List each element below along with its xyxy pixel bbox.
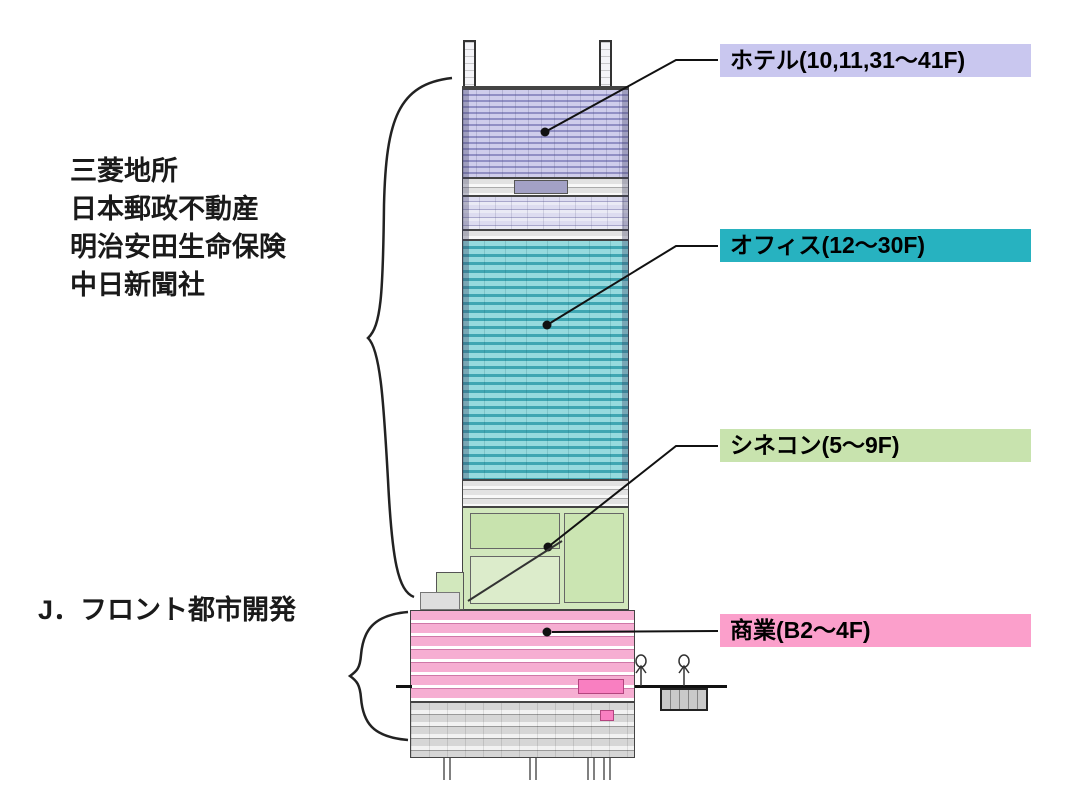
developer-name: J．フロント都市開発 xyxy=(38,595,297,625)
zone-tag-cinema: シネコン(5〜9F) xyxy=(720,429,1031,462)
ground-line-right xyxy=(635,685,727,688)
zone-tag-retail: 商業(B2〜4F) xyxy=(720,614,1031,647)
pink-accent-small xyxy=(600,710,614,721)
zone-tag-hotel: ホテル(10,11,31〜41F) xyxy=(720,44,1031,77)
foundation-piles xyxy=(443,758,611,780)
cinema-hall-box-3 xyxy=(470,556,560,604)
kiosk xyxy=(660,688,708,711)
tree-icon xyxy=(635,654,647,686)
owner-company: 中日新聞社 xyxy=(70,270,205,300)
cinema-hall-box-1 xyxy=(470,513,560,549)
hotel-zone-lower xyxy=(462,196,629,230)
owner-company: 明治安田生命保険 xyxy=(70,232,286,262)
pink-accent-large xyxy=(578,679,624,694)
base-podium xyxy=(410,702,635,758)
mechanical-band-mid xyxy=(462,230,629,240)
mechanical-band-lower xyxy=(462,480,629,507)
hotel-zone xyxy=(462,89,629,178)
zone-tag-office: オフィス(12〜30F) xyxy=(720,229,1031,262)
tower-edge-column-left xyxy=(462,89,469,480)
antenna-right xyxy=(599,40,612,92)
office-zone xyxy=(462,240,629,480)
tree-icon xyxy=(678,654,690,686)
owner-company: 日本郵政不動産 xyxy=(70,194,259,224)
developer-brace xyxy=(347,610,409,742)
antenna-left xyxy=(463,40,476,92)
owner-company: 三菱地所 xyxy=(70,156,178,186)
cinema-hall-box-2 xyxy=(564,513,624,603)
owner-companies-list: 三菱地所 日本郵政不動産 明治安田生命保険 中日新聞社 xyxy=(70,152,400,304)
mechanical-core-box xyxy=(514,180,568,194)
ground-line-left xyxy=(396,685,412,688)
entrance-canopy xyxy=(420,592,460,610)
tower-edge-column-right xyxy=(622,89,629,480)
